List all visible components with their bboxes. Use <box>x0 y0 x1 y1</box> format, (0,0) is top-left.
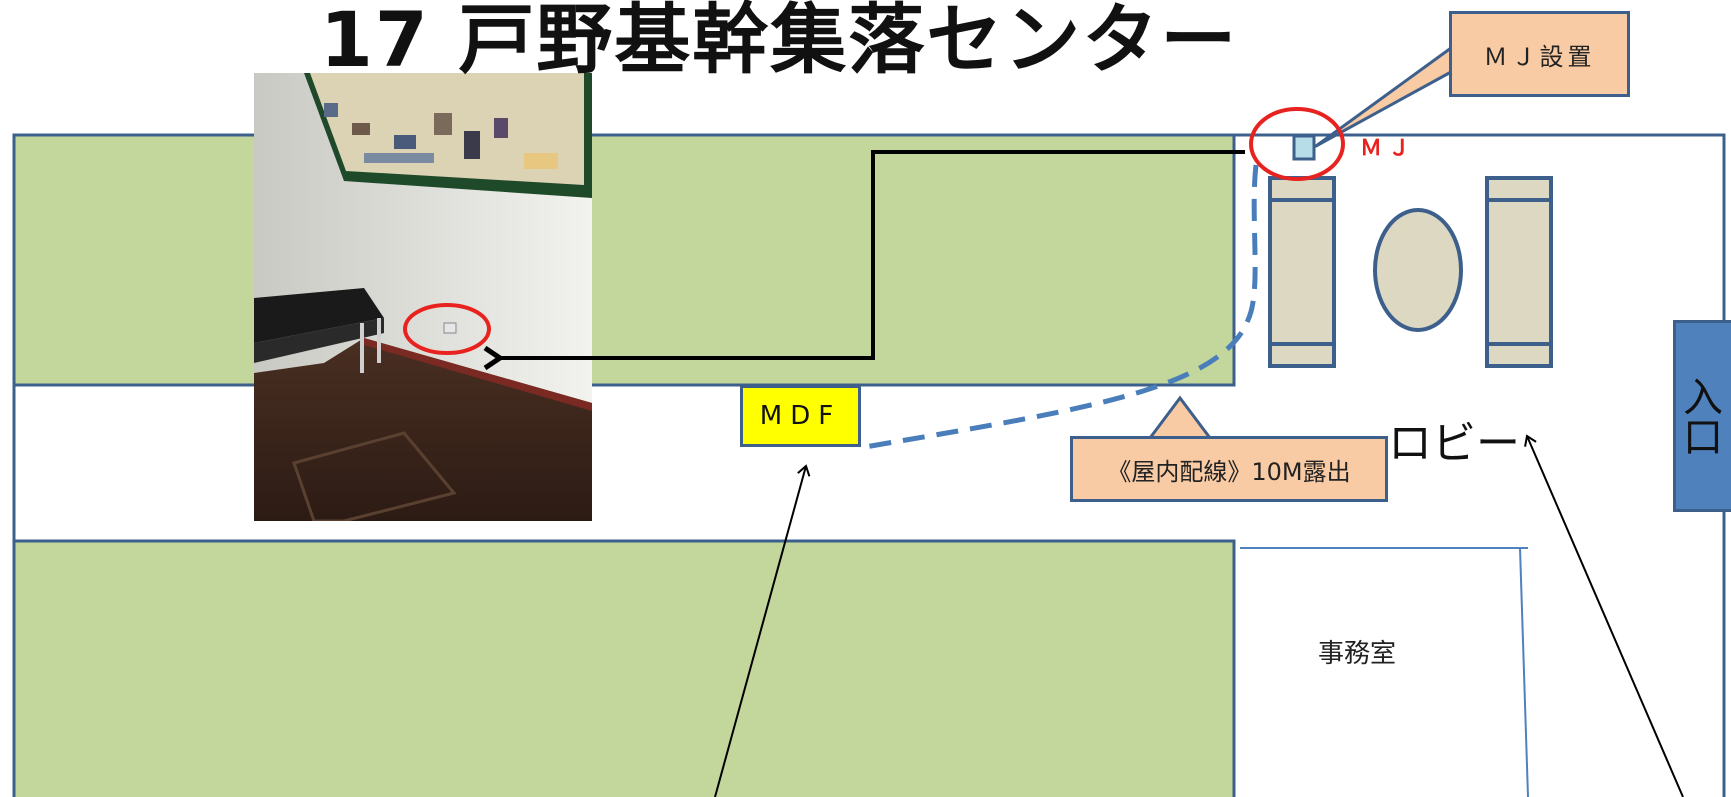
mj-outlet <box>1292 134 1316 161</box>
mdf-pointer-arrow <box>714 464 811 797</box>
room-photo-image <box>254 73 592 521</box>
mdf-label: MDF <box>759 401 842 431</box>
callout-indoor-wiring: 《屋内配線》10M露出 <box>1070 436 1388 502</box>
mj-label: ＭＪ <box>1360 136 1417 161</box>
lobby-label: ロビー <box>1388 418 1520 469</box>
page-title: 17 戸野基幹集落センター <box>320 0 1239 84</box>
room-lower <box>12 539 1236 797</box>
office-label: 事務室 <box>1318 639 1397 669</box>
room-photo <box>254 73 592 521</box>
entrance-label: 入口 <box>1676 376 1722 456</box>
bench-left <box>1268 176 1336 368</box>
outlet-highlight-circle <box>403 303 491 355</box>
bench-right <box>1485 176 1553 368</box>
room-upper <box>12 133 1236 387</box>
entrance: 入口 <box>1673 320 1731 512</box>
mdf-box: MDF <box>740 385 861 447</box>
round-table <box>1373 208 1463 332</box>
lobby-pointer-arrow <box>1524 434 1684 797</box>
callout-mj-install: ＭＪ設置 <box>1449 11 1630 97</box>
office-wall-right <box>1519 547 1529 797</box>
mj-highlight-circle <box>1249 107 1345 181</box>
